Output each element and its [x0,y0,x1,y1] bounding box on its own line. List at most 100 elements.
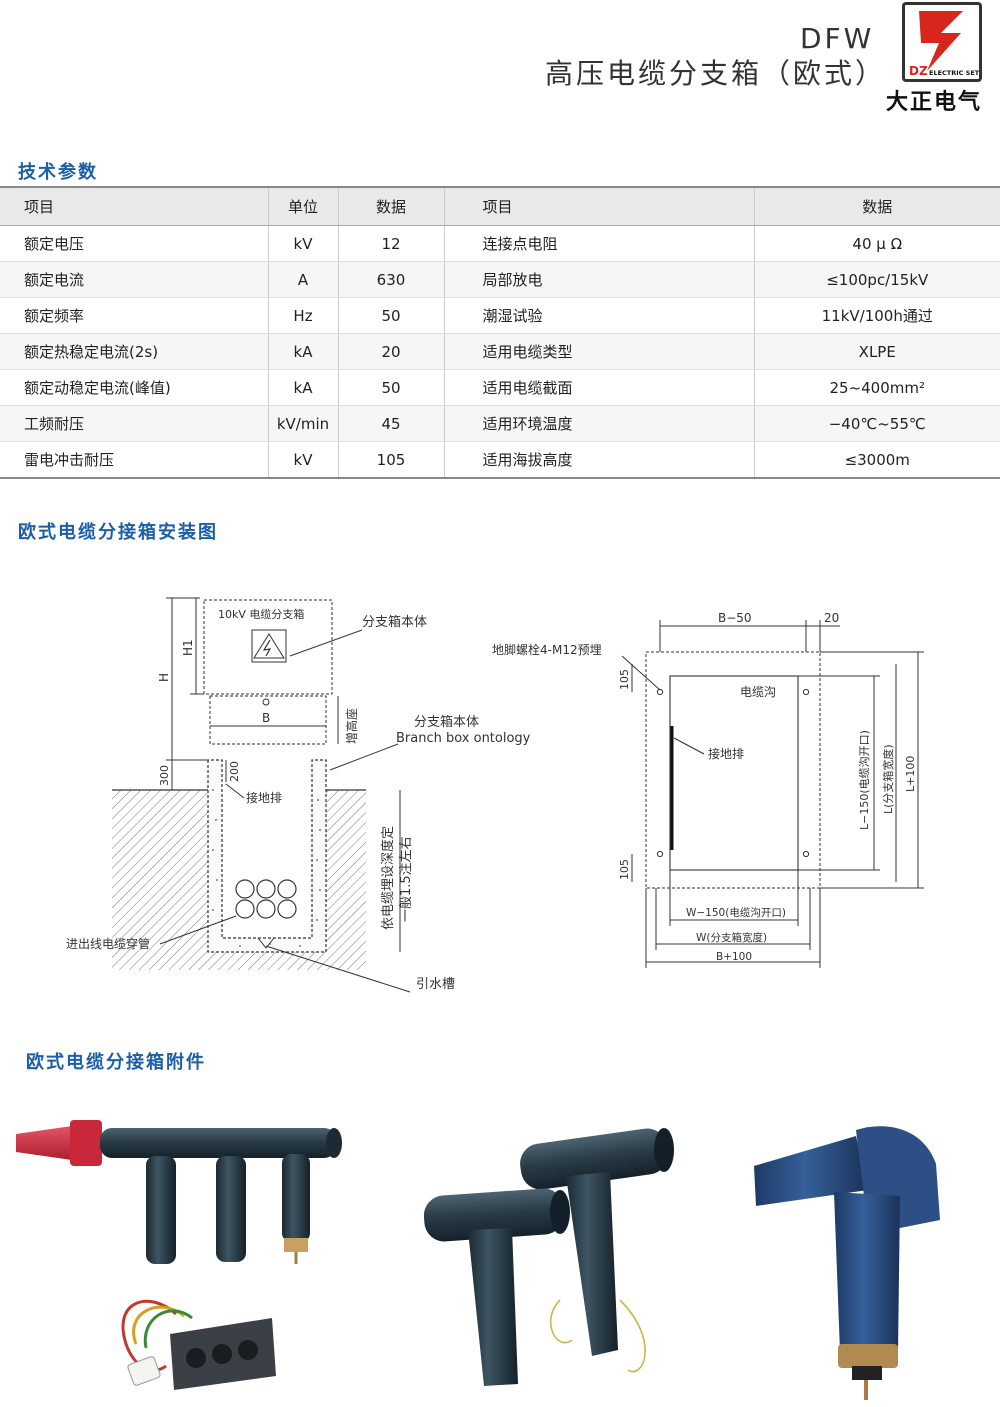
t-connector-front [423,1188,565,1242]
ground-wire [619,1299,646,1373]
column-header: 项目 [0,186,269,226]
table-cell: 额定电流 [0,261,269,298]
leader-line [159,915,237,945]
table-cell: ≤3000m [754,441,1000,479]
leader-line [225,783,245,799]
table-row: 雷电冲击耐压 kV 105 适用海拔高度 ≤3000m [0,441,1000,479]
plan-bolt-label: 地脚螺栓4-M12预埋 [492,642,602,657]
box-body [203,599,333,695]
red-collar [70,1120,102,1166]
table-cell: 50 [338,369,445,406]
accessory-photos [16,1120,940,1400]
table-cell: XLPE [754,333,1000,370]
t-connector-body [468,1228,518,1386]
plan-105b: 105 [618,859,631,880]
seat-bolt [262,698,270,706]
brand-name: 大正电气 [886,90,983,115]
table-header-row: 项目 单位 数据 项目 数据 [0,186,1000,226]
column-header: 数据 [754,186,1000,226]
table-cell: 40 μ Ω [754,225,1000,262]
dim-B: B [262,711,270,725]
section-title-params: 技术参数 [18,162,98,183]
table-cell: 适用环境温度 [444,405,755,442]
photo-socket-plate [121,1299,276,1390]
section-title-accessories: 欧式电缆分接箱附件 [26,1052,206,1073]
plan-l: L(分支箱宽度) [881,744,895,814]
plan-b100: B+100 [716,951,752,963]
leader-line [329,743,399,771]
cable-conduits [235,879,297,919]
column-header: 项目 [444,186,755,226]
plan-outer-outline [645,651,821,889]
plan-trench-label: 电缆沟 [740,685,776,699]
table-cell: A [268,261,339,298]
drain-notch [257,937,275,949]
anchor-bolt-hole [656,850,664,858]
box-label: 10kV 电缆分支箱 [218,607,304,621]
soil-hatch-right [326,790,366,970]
table-cell: 20 [338,333,445,370]
elbow-leg [216,1156,246,1262]
table-row: 额定电流 A 630 局部放电 ≤100pc/15kV [0,261,1000,298]
end-cap [326,1128,342,1158]
params-table: 项目 单位 数据 项目 数据 额定电压 kV 12 连接点电阻 40 μ Ω 额… [0,186,1000,479]
company-logo: DZ ELECTRIC SET 大正电气 [886,2,998,115]
red-stress-cone [16,1126,72,1160]
plan-w: W(分支箱宽度) [696,931,767,944]
wire-connector [127,1356,161,1386]
label-seat: 增高座 [344,708,359,744]
anchor-bolt-hole [802,688,810,696]
table-cell: kV/min [268,405,339,442]
leader-line [289,629,363,657]
table-cell: −40℃~55℃ [754,405,1000,442]
table-cell: kA [268,369,339,406]
table-row: 额定动稳定电流(峰值) kA 50 适用电缆截面 25~400mm² [0,369,1000,406]
table-cell: 105 [338,441,445,479]
leader-line [673,737,705,755]
label-depth1: 依电缆埋设深度定 [380,826,396,930]
soil-hatch-bottom [208,952,326,970]
anchor-bolt-hole [802,850,810,858]
label-body2: 分支箱本体 [414,714,479,730]
dim-200: 200 [228,761,241,782]
table-cell: 雷电冲击耐压 [0,441,269,479]
end-cap [654,1128,674,1172]
plan-l150: L−150(电缆沟开口) [858,730,871,830]
warning-sign-frame [251,629,287,663]
label-drain: 引水槽 [416,977,455,992]
table-row: 额定电压 kV 12 连接点电阻 40 μ Ω [0,225,1000,262]
end-cap [550,1190,570,1234]
column-header: 单位 [268,186,339,226]
table-cell: 适用电缆类型 [444,333,755,370]
table-cell: 额定频率 [0,297,269,334]
socket-hole [186,1348,206,1368]
busbar-body [100,1128,336,1158]
logo-mark-text: DZ [909,64,928,78]
table-cell: 630 [338,261,445,298]
table-row: 工频耐压 kV/min 45 适用环境温度 −40℃~55℃ [0,405,1000,442]
t-connector-body [566,1172,618,1356]
leader-line [265,945,411,993]
elbow-leg [146,1156,176,1264]
lightning-bolt-icon: DZ ELECTRIC SET [909,11,980,78]
anchor-bolt-hole [656,688,664,696]
installation-diagram: 10kV 电缆分支箱 H H1 300 200 B 增高座 分支箱本体 分支箱本… [66,597,924,993]
logo-mark: DZ ELECTRIC SET [902,2,982,82]
t-connector-top [520,1128,668,1190]
table-row: 额定频率 Hz 50 潮湿试验 11kV/100h通过 [0,297,1000,334]
label-depth2: 一般1.5注左右 [398,836,414,922]
photo-t-connectors [423,1128,674,1386]
plug-cap [852,1366,882,1380]
plan-b50: B−50 [718,611,752,625]
table-cell: 45 [338,405,445,442]
soil-hatch-left [112,790,208,970]
table-cell: 适用海拔高度 [444,441,755,479]
plan-105a: 105 [618,669,631,690]
dim-300: 300 [158,765,171,786]
table-cell: 额定热稳定电流(2s) [0,333,269,370]
wire-green [143,1309,193,1349]
label-body2-en: Branch box ontology [396,731,531,746]
table-cell: 额定动稳定电流(峰值) [0,369,269,406]
label-pipe: 进出线电缆穿管 [66,936,150,951]
dim-H: H [157,673,171,682]
